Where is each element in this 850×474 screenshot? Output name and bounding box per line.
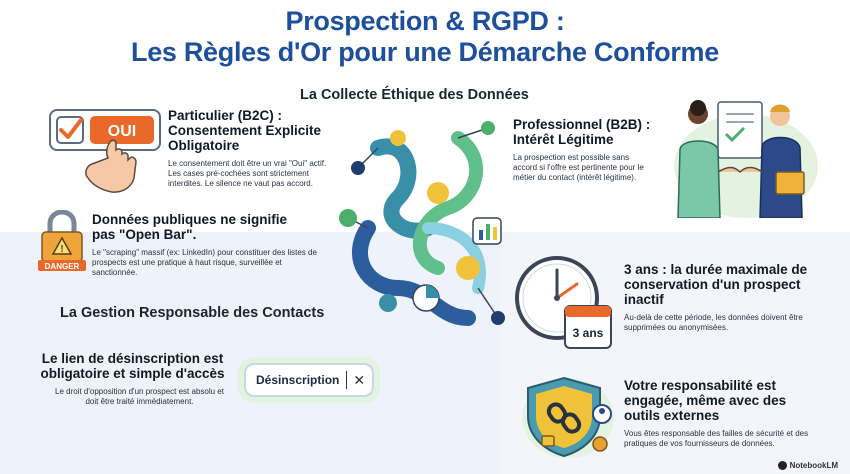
unsubscribe-block: Le lien de désinscription est obligatoir… xyxy=(40,351,225,407)
clock-calendar-icon: 3 ans xyxy=(515,256,612,349)
unsubscribe-separator xyxy=(346,371,348,389)
brand-label: NotebookLM xyxy=(789,461,838,470)
retention-text: Au-delà de cette période, les données do… xyxy=(624,313,803,332)
brand-logo-icon xyxy=(777,461,787,470)
b2c-text: Le consentement doit être un vrai "Oui" … xyxy=(168,159,327,188)
public-data-text: Le "scraping" massif (ex: LinkedIn) pour… xyxy=(92,248,317,277)
brand-footer: NotebookLM xyxy=(777,461,838,470)
b2b-text: La prospection est possible sans accord … xyxy=(513,153,644,182)
b2b-block: Professionnel (B2B) : Intérêt Légitime L… xyxy=(513,117,663,183)
b2b-heading: Professionnel (B2B) : Intérêt Légitime xyxy=(513,117,651,147)
unsubscribe-text: Le droit d'opposition d'un prospect est … xyxy=(55,387,224,406)
responsibility-text: Vous êtes responsable des failles de séc… xyxy=(624,429,809,448)
responsibility-heading: Votre responsabilité est engagée, même a… xyxy=(624,378,787,423)
danger-sign-label: DANGER xyxy=(45,262,80,271)
responsibility-block: Votre responsabilité est engagée, même a… xyxy=(624,378,824,449)
retention-block: 3 ans : la durée maximale de conservatio… xyxy=(624,262,824,333)
public-data-block: Données publiques ne signifie pas "Open … xyxy=(92,212,327,278)
danger-padlock-icon: ! DANGER xyxy=(38,210,86,271)
consent-button-label: OUI xyxy=(108,123,136,140)
consent-button-icon: OUI xyxy=(49,109,161,193)
close-icon[interactable]: ✕ xyxy=(353,371,366,388)
page-title: Prospection & RGPD : Les Règles d'Or pou… xyxy=(0,6,850,68)
security-shield-icon xyxy=(522,376,614,458)
retention-heading: 3 ans : la durée maximale de conservatio… xyxy=(624,262,808,307)
calendar-label: 3 ans xyxy=(573,326,604,340)
b2c-heading: Particulier (B2C) : Consentement Explici… xyxy=(168,108,322,153)
svg-text:!: ! xyxy=(60,244,63,255)
handshake-illustration xyxy=(674,100,818,218)
unsubscribe-button-label: Désinscription xyxy=(256,373,340,387)
section-title-collecte: La Collecte Éthique des Données xyxy=(300,87,529,103)
unsubscribe-heading: Le lien de désinscription est obligatoir… xyxy=(40,351,225,381)
title-line-1: Prospection & RGPD : xyxy=(285,6,565,36)
data-network-illustration xyxy=(339,121,505,326)
public-data-heading: Données publiques ne signifie pas "Open … xyxy=(92,212,288,242)
unsubscribe-button[interactable]: Désinscription ✕ xyxy=(244,363,374,397)
b2c-block: Particulier (B2C) : Consentement Explici… xyxy=(168,108,343,189)
title-line-2: Les Règles d'Or pour une Démarche Confor… xyxy=(131,37,719,67)
section-title-gestion: La Gestion Responsable des Contacts xyxy=(60,305,325,321)
